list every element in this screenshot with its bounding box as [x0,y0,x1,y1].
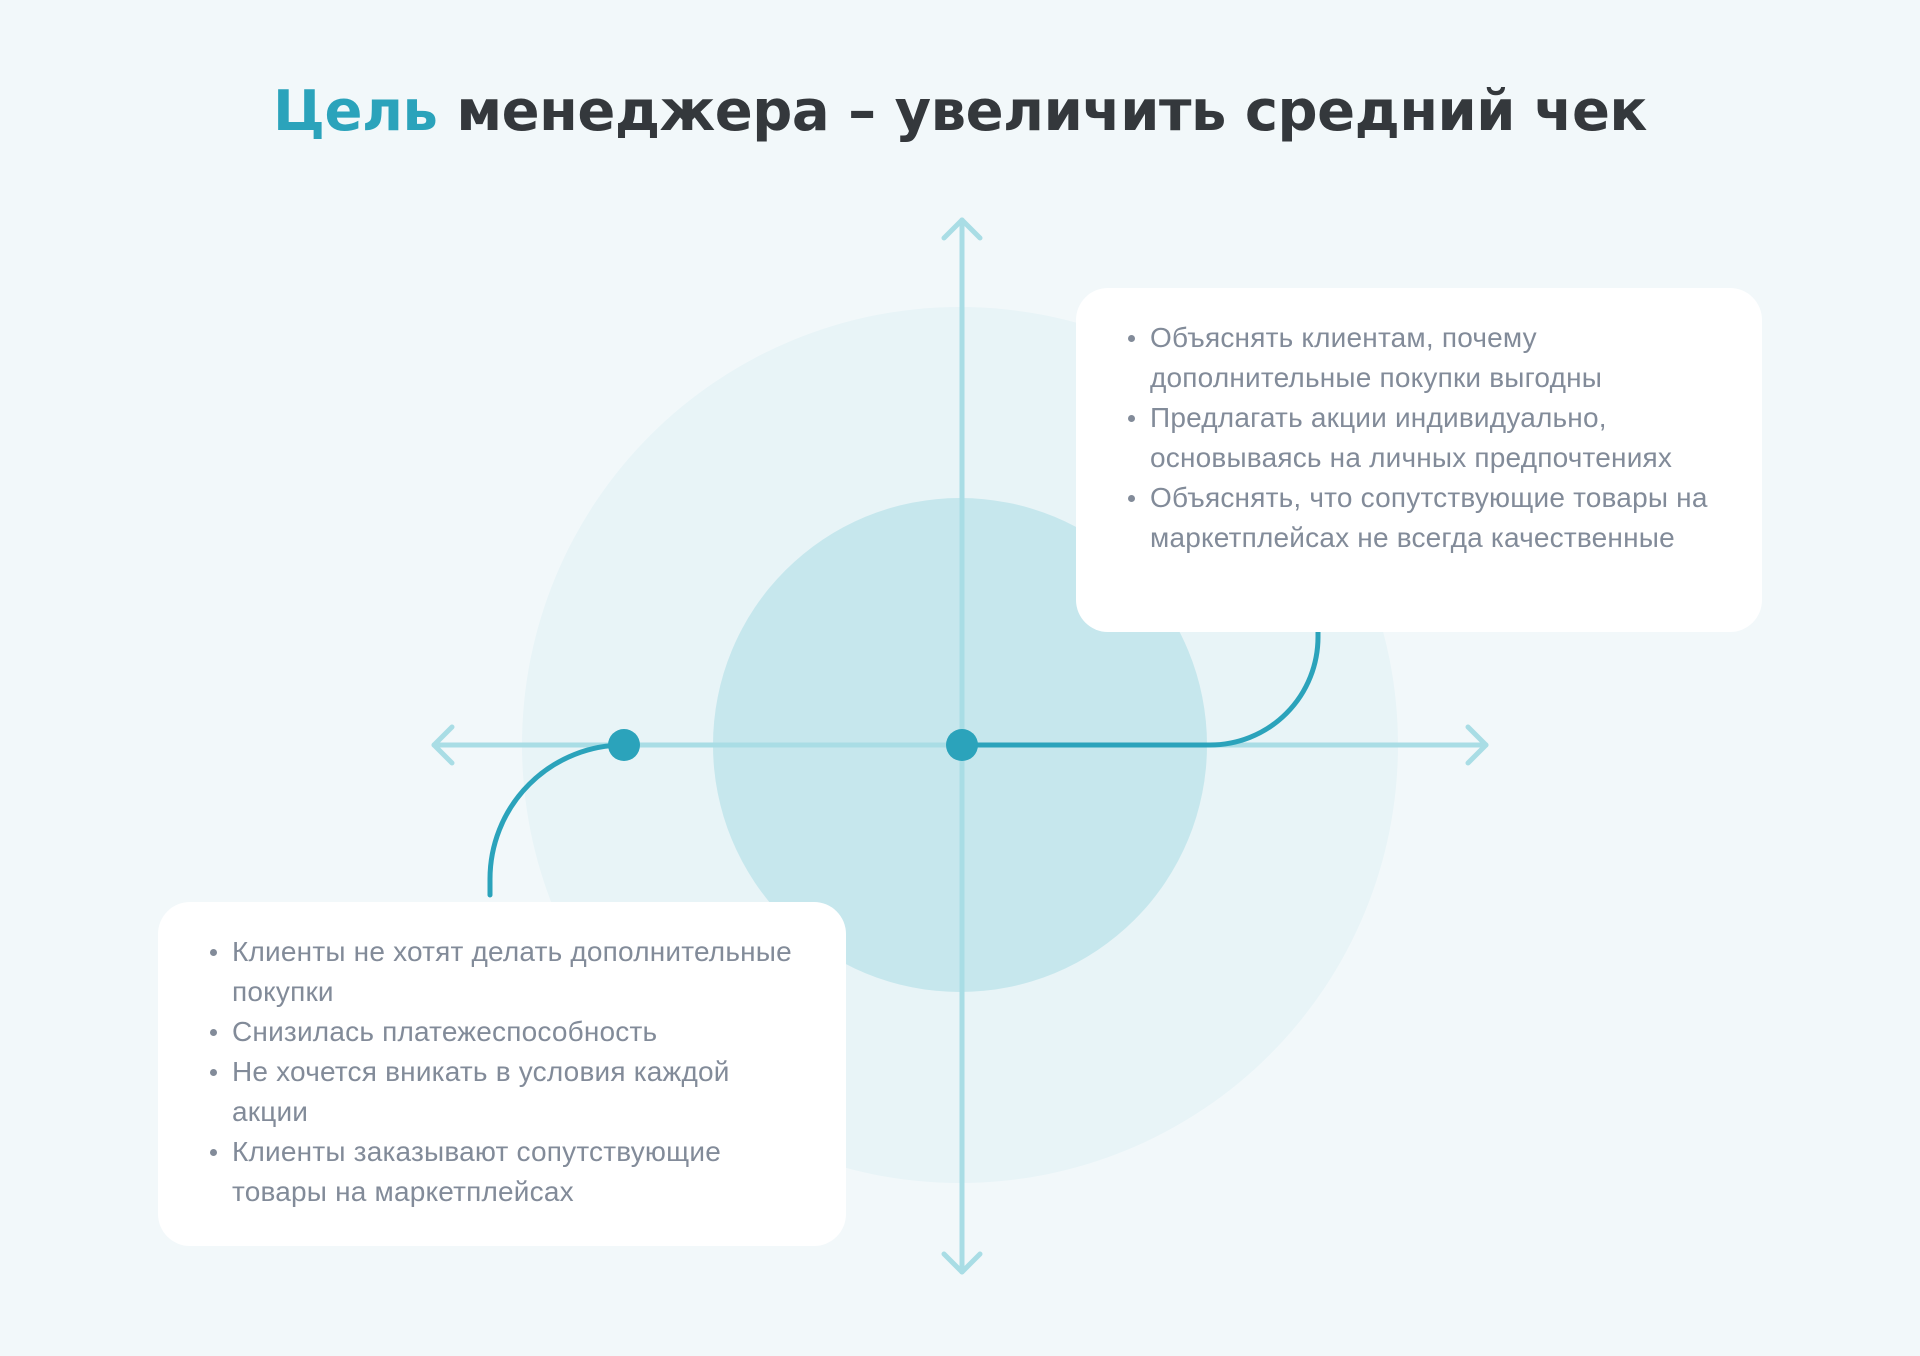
arrow-down-icon [941,1251,983,1275]
list-item: Не хочется вникать в условия каждой акци… [210,1052,806,1132]
solutions-card: Объяснять клиентам, почему дополнительны… [1076,288,1762,632]
list-item: Снизилась платежеспособность [210,1012,806,1052]
solutions-list: Объяснять клиентам, почему дополнительны… [1128,318,1722,558]
list-item: Объяснять клиентам, почему дополнительны… [1128,318,1722,398]
connector-to-problems [487,742,627,898]
connector-to-solutions [959,597,1321,748]
title-rest: менеджера – увеличить средний чек [437,79,1647,144]
list-item: Предлагать акции индивидуально, основыва… [1128,398,1722,478]
title-accent: Цель [273,79,438,144]
problems-card: Клиенты не хотят делать дополнительные п… [158,902,846,1246]
page-title: Цель менеджера – увеличить средний чек [0,72,1920,152]
list-item: Объяснять, что сопутствующие товары на м… [1128,478,1722,558]
arrow-up-icon [941,217,983,241]
arrow-right-icon [1465,724,1489,766]
center-dot [946,729,978,761]
problem-dot [608,729,640,761]
list-item: Клиенты не хотят делать дополнительные п… [210,932,806,1012]
list-item: Клиенты заказывают сопутствующие товары … [210,1132,806,1212]
arrow-left-icon [431,724,455,766]
problems-list: Клиенты не хотят делать дополнительные п… [210,932,806,1212]
